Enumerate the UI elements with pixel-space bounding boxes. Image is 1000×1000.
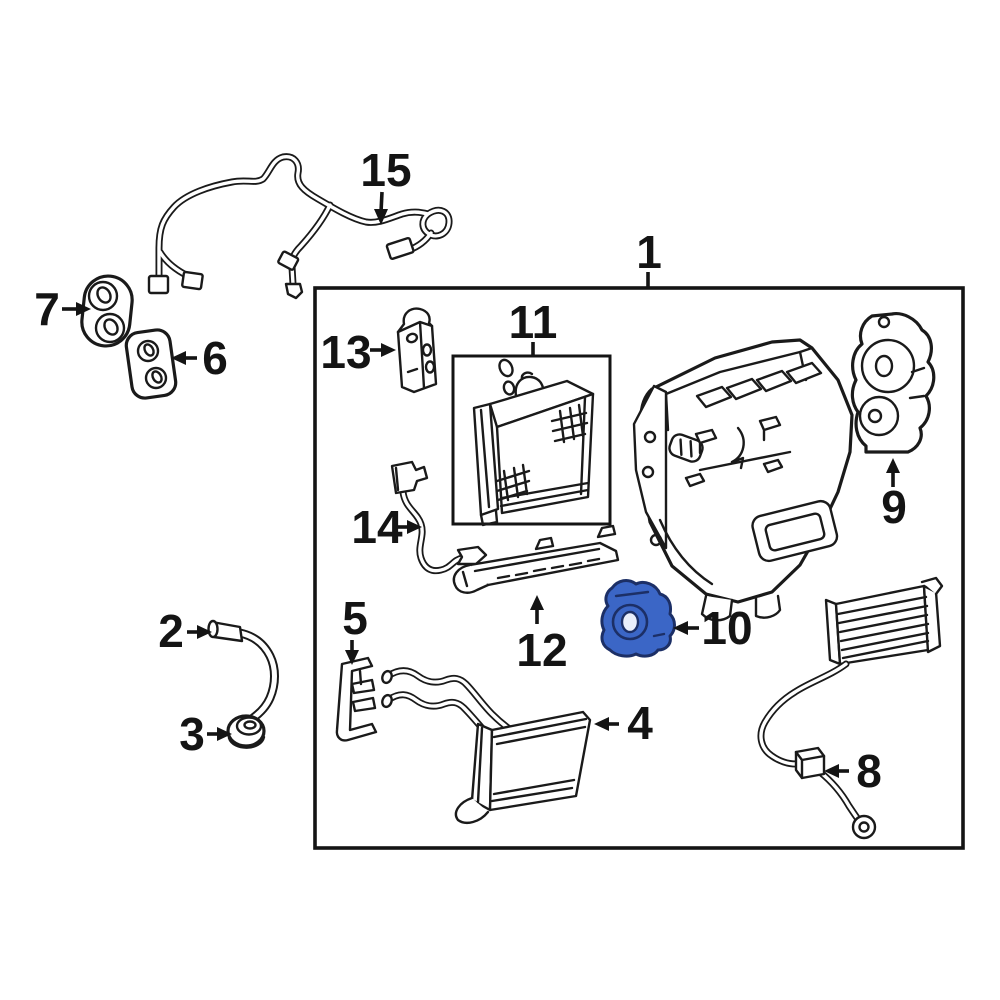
reinforcement-channel-drawing: [452, 524, 620, 594]
aux-heater-harness-drawing: [757, 576, 944, 840]
callout-label-4: 4: [627, 697, 653, 749]
callout-label-14: 14: [351, 501, 403, 553]
callout-arrow-15: [379, 191, 384, 213]
expansion-valve-drawing: [396, 307, 438, 394]
callout-label-3: 3: [179, 708, 205, 760]
callout-arrowhead-13: [381, 343, 396, 357]
callout-arrowhead-10: [673, 621, 688, 635]
seal-grommet-7-drawing: [80, 274, 134, 348]
callout-label-5: 5: [342, 592, 368, 644]
drain-hose-drawing: [207, 619, 279, 723]
hvac-unit-case-drawing: [632, 338, 854, 622]
callout-arrowhead-3: [217, 727, 232, 741]
callout-label-11: 11: [509, 296, 558, 348]
callout-label-13: 13: [320, 326, 371, 378]
thermistor-wire-drawing: [390, 460, 488, 575]
callout-arrowhead-4: [594, 717, 609, 731]
servo-motor-9-drawing: [850, 312, 936, 454]
callout-arrowhead-8: [824, 764, 839, 778]
callout-label-10: 10: [701, 602, 752, 654]
grommet-drawing: [226, 714, 266, 749]
callout-label-12: 12: [516, 624, 567, 676]
callout-arrowhead-14: [407, 520, 422, 534]
callout-label-2: 2: [158, 605, 184, 657]
callout-arrowhead-2: [197, 625, 212, 639]
callout-label-6: 6: [202, 332, 228, 384]
pipe-clamp-drawing: [335, 656, 378, 742]
callout-arrowhead-7: [76, 302, 91, 316]
callout-arrowhead-12: [530, 595, 544, 610]
callout-arrowhead-6: [171, 351, 186, 365]
callout-arrowhead-5: [345, 650, 359, 665]
highlighted-servo-motor-drawing[interactable]: [600, 579, 676, 658]
evaporator-core-drawing: [472, 358, 595, 527]
callout-arrowhead-9: [886, 458, 900, 473]
callouts-layer: 1 15 7 6 13 11 14 12 10 9 4 5: [34, 144, 907, 797]
callout-label-7: 7: [34, 283, 60, 335]
callout-label-8: 8: [856, 745, 882, 797]
seal-grommet-6-drawing: [124, 328, 178, 400]
callout-label-15: 15: [360, 144, 411, 196]
assembly-boundary-box: [313, 286, 965, 850]
heater-core-drawing: [381, 667, 592, 824]
callout-arrowhead-15: [374, 209, 388, 225]
callout-label-9: 9: [881, 481, 907, 533]
callout-label-1: 1: [636, 226, 662, 278]
